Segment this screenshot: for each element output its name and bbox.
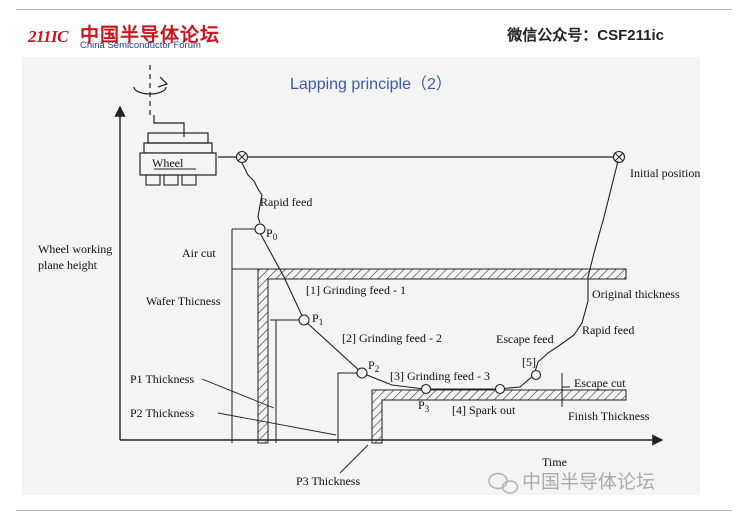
p1-thickness-label: P1 Thickness — [130, 372, 194, 386]
end-marker-icon — [612, 150, 626, 164]
top-divider — [16, 9, 732, 10]
point-p0 — [254, 223, 266, 235]
escape-point — [530, 369, 542, 381]
grinding-feed-1-label: [1] Grinding feed - 1 — [306, 283, 406, 297]
y-axis-label-line2: plane height — [38, 258, 98, 272]
wheel-spindle-icon — [143, 115, 213, 154]
label-p3: P3 — [418, 398, 430, 414]
logo-number: 211IC — [28, 27, 69, 46]
rapid-feed-up-label: Rapid feed — [582, 323, 634, 337]
logo-chinese-name: 中国半导体论坛 — [80, 25, 221, 46]
step-5-label: [5] — [522, 355, 536, 369]
wafer-thickness-label: Wafer Thicness — [146, 294, 221, 308]
rotation-arrow-icon — [133, 65, 169, 115]
wechat-icon — [488, 472, 519, 494]
finish-thickness-label: Finish Thickness — [568, 409, 650, 423]
diagram-title: Lapping principle（2） — [290, 75, 452, 93]
grinding-feed-3-label: [3] Grinding feed - 3 — [390, 369, 490, 383]
air-cut-label: Air cut — [182, 246, 216, 260]
label-p2: P2 — [368, 358, 379, 374]
original-thickness-label: Original thickness — [592, 287, 680, 301]
x-axis-label: Time — [542, 455, 567, 469]
p2-thickness-label: P2 Thickness — [130, 406, 194, 420]
wheel-label: Wheel — [152, 156, 184, 170]
label-p0: P0 — [266, 226, 278, 242]
spark-out-label: [4] Spark out — [452, 403, 516, 417]
grinding-feed-2-label: [2] Grinding feed - 2 — [342, 331, 442, 345]
spark-out-end-point — [494, 383, 506, 395]
wechat-account-label: 微信公众号：CSF211ic — [507, 27, 664, 44]
lapping-diagram: Lapping principle（2） Wheel — [22, 57, 700, 495]
escape-feed-label: Escape feed — [496, 332, 554, 346]
diagram-canvas: Lapping principle（2） Wheel — [38, 65, 700, 494]
point-p2 — [356, 367, 368, 379]
rapid-feed-down-label: Rapid feed — [260, 195, 312, 209]
logo-english-name: China Semiconductor Forum — [80, 40, 201, 51]
finished-wafer-hatched-region — [371, 389, 627, 444]
p3-thickness-label: P3 Thickness — [296, 474, 360, 488]
start-marker-icon — [235, 150, 249, 164]
point-p3 — [420, 383, 432, 395]
watermark-text: 中国半导体论坛 — [522, 471, 655, 493]
bottom-divider — [16, 510, 732, 511]
escape-cut-label: Escape cut — [574, 376, 626, 390]
y-axis-label-line1: Wheel working — [38, 242, 112, 256]
page-header: 211IC 中国半导体论坛 China Semiconductor Forum … — [0, 0, 748, 60]
initial-position-label: Initial position — [630, 166, 700, 180]
point-p1 — [298, 314, 310, 326]
wheel-icon — [139, 152, 217, 186]
label-p1: P1 — [312, 311, 323, 327]
